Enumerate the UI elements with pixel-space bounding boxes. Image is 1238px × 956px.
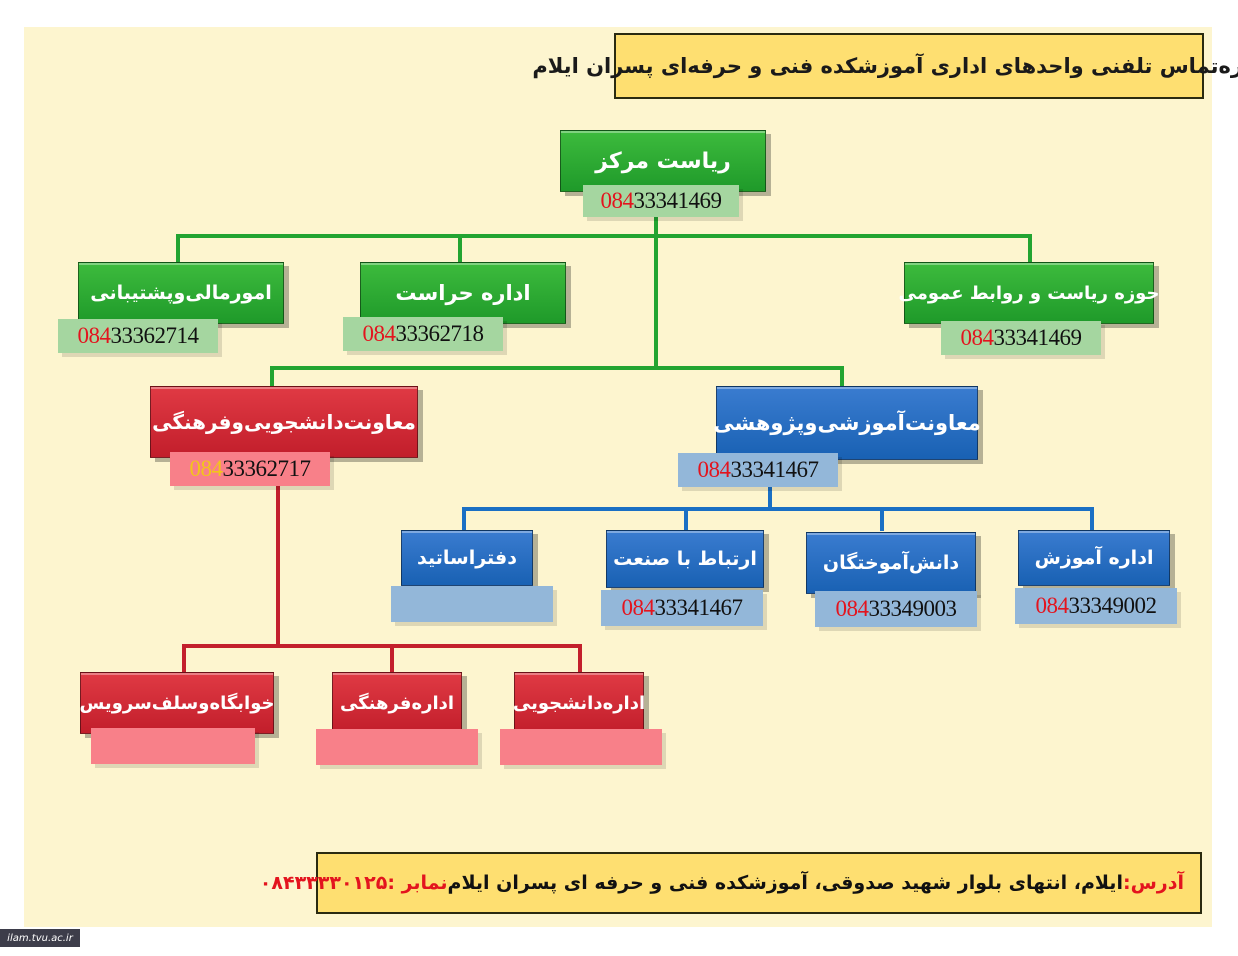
address-text: ایلام، انتهای بلوار شهید صدوقی، آموزشکده… xyxy=(447,872,1123,894)
phone-number: 33349002 xyxy=(1068,593,1158,618)
node-label: معاونت‌آموزشی‌وپژوهشی xyxy=(713,411,981,435)
phone-number: 33362717 xyxy=(222,456,312,481)
connector-line xyxy=(1028,234,1032,262)
connector-line xyxy=(768,486,772,510)
connector-line xyxy=(654,216,658,368)
node-label: معاونت‌دانشجویی‌وفرهنگی xyxy=(152,410,416,434)
phone-number: 33341467 xyxy=(654,595,744,620)
connector-line xyxy=(462,507,466,531)
phone-professors-office xyxy=(391,586,553,622)
node-education-office: اداره آموزش xyxy=(1018,530,1170,586)
node-professors-office: دفتراساتید xyxy=(401,530,533,586)
node-label: اداره حراست xyxy=(395,281,531,305)
page-title-text: شماره‌تماس تلفنی واحدهای اداری آموزشکده … xyxy=(532,54,1238,78)
footer-address: آدرس: ایلام، انتهای بلوار شهید صدوقی، آم… xyxy=(260,852,1202,914)
node-label: اداره‌دانشجویی xyxy=(512,692,646,714)
node-student-affairs: اداره‌دانشجویی xyxy=(512,672,646,734)
node-dorm-cafeteria: خوابگاه‌وسلف‌سرویس xyxy=(79,672,275,734)
node-finance: امورمالی‌وپشتیبانی xyxy=(78,262,284,324)
node-label: خوابگاه‌وسلف‌سرویس xyxy=(79,692,275,714)
node-label: دانش‌آموختگان xyxy=(822,552,960,574)
phone-student-affairs xyxy=(500,729,662,765)
node-label: ریاست مرکز xyxy=(595,148,731,174)
phone-dorm-cafeteria xyxy=(91,728,255,764)
connector-line xyxy=(270,366,844,370)
node-public-relations: حوزه ریاست و روابط عمومی xyxy=(899,262,1159,324)
connector-line xyxy=(462,507,1094,511)
phone-number: 33362714 xyxy=(110,323,200,348)
phone-prefix: 084 xyxy=(600,188,635,213)
connector-line xyxy=(840,366,844,386)
connector-line xyxy=(182,644,582,648)
node-label: دفتراساتید xyxy=(417,547,517,569)
phone-number: 33362718 xyxy=(395,321,485,346)
node-industry-relations: ارتباط با صنعت xyxy=(606,530,764,588)
phone-prefix: 084 xyxy=(960,325,995,350)
phone-number: 33341469 xyxy=(633,188,723,213)
phone-number: 33341469 xyxy=(993,325,1083,350)
site-badge: ilam.tvu.ac.ir xyxy=(0,929,80,947)
node-label: ارتباط با صنعت xyxy=(613,548,757,570)
address-label: آدرس: xyxy=(1122,872,1184,894)
node-label: اداره آموزش xyxy=(1034,547,1154,569)
connector-line xyxy=(578,644,582,672)
connector-line xyxy=(176,234,180,262)
node-deputy-student: معاونت‌دانشجویی‌وفرهنگی xyxy=(150,386,418,458)
connector-line xyxy=(1090,507,1094,531)
fax-number: ۰۸۴۳۳۳۳۰۱۲۵ xyxy=(259,872,388,894)
phone-number: 33341467 xyxy=(730,457,820,482)
connector-line xyxy=(276,486,280,646)
node-label: حوزه ریاست و روابط عمومی xyxy=(898,282,1160,304)
connector-line xyxy=(182,644,186,672)
connector-line xyxy=(390,644,394,672)
connector-line xyxy=(458,234,462,262)
node-root: ریاست مرکز xyxy=(560,130,766,192)
node-security: اداره حراست xyxy=(360,262,566,324)
phone-prefix: 084 xyxy=(362,321,397,346)
phone-prefix: 084 xyxy=(1035,593,1070,618)
node-culture-office: اداره‌فرهنگی xyxy=(332,672,462,734)
node-alumni: دانش‌آموختگان xyxy=(806,532,976,594)
node-label: اداره‌فرهنگی xyxy=(339,692,455,714)
connector-line xyxy=(880,507,884,531)
node-deputy-education: معاونت‌آموزشی‌وپژوهشی xyxy=(713,386,981,460)
connector-line xyxy=(270,366,274,386)
connector-line xyxy=(684,507,688,531)
phone-prefix: 084 xyxy=(621,595,656,620)
site-badge-text: ilam.tvu.ac.ir xyxy=(7,932,73,944)
connector-line xyxy=(176,234,1032,238)
phone-prefix: 084 xyxy=(77,323,112,348)
phone-prefix: 084 xyxy=(835,596,870,621)
page-title: شماره‌تماس تلفنی واحدهای اداری آموزشکده … xyxy=(532,33,1238,99)
node-label: امورمالی‌وپشتیبانی xyxy=(90,282,272,304)
fax-label: نمابر : xyxy=(387,872,448,894)
phone-number: 33349003 xyxy=(868,596,958,621)
phone-culture-office xyxy=(316,729,478,765)
phone-prefix: 084 xyxy=(189,456,224,481)
phone-prefix: 084 xyxy=(697,457,732,482)
